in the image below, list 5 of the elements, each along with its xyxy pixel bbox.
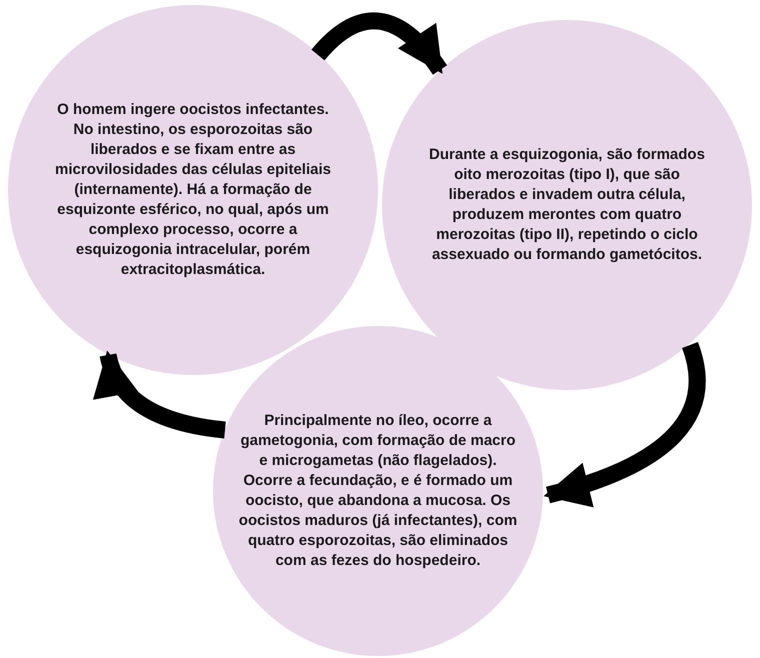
- curved-arrow: [96, 350, 226, 438]
- stage-description: Durante a esquizogonia, são formados oito merozoitas (tipo I), que são liberados e invadem outra célula, produzem merontes com quatro merozoitas (tipo II), repetindo o ciclo assexuado ou formando gametócitos.: [428, 145, 706, 265]
- curved-arrow: [312, 12, 447, 75]
- stage-description: Principalmente no íleo, ocorre a gametogonia, com formação de macro e microgametas (não flagelados). Ocorre a fecundação, e é formado um oocisto, que abandona a mucosa. Os oocistos maduros (já infectantes), com quatro esporozoitas, são eliminados com as fezes do hospedeiro.: [238, 411, 518, 571]
- stage-description: O homem ingere oocistos infectantes. No intestino, os esporozoitas são liberados e se fixam entre as microvilosidades das células epiteliais (internamente). Há a formação de esquizonte esférico, no qual, após um complexo processo, ocorre a esquizogonia intracelular, porém extracitoplasmática.: [54, 100, 332, 280]
